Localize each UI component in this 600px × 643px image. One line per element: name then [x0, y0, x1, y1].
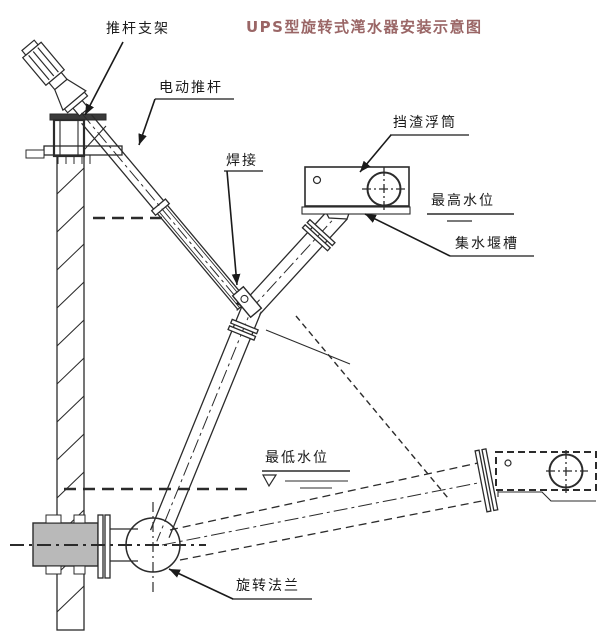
actuator-motor [21, 39, 90, 117]
label-weld: 焊接 [226, 153, 258, 169]
phantom-float-box [495, 450, 597, 502]
push-rod [81, 112, 250, 311]
diagram-title: UPS型旋转式滗水器安装示意图 [246, 18, 483, 36]
leader-pushrod-bracket [84, 41, 124, 116]
leader-lines [84, 41, 534, 600]
float-drum-symbol [362, 167, 406, 211]
label-rotating-flange: 旋转法兰 [236, 578, 300, 594]
phantom-pipe [161, 448, 499, 561]
decanter-pipe-lower [149, 300, 262, 542]
rotating-flange-assembly [10, 502, 206, 594]
label-electric-pushrod: 电动推杆 [159, 80, 223, 96]
label-lowest-water-level: 最低水位 [265, 450, 329, 466]
leader-scum-float [359, 134, 392, 173]
leader-weld [226, 170, 241, 286]
label-collecting-weir: 集水堰槽 [455, 236, 519, 252]
leader-collecting-weir [364, 213, 451, 257]
decanter-pipe-upper [244, 204, 348, 316]
label-highest-water-level: 最高水位 [431, 193, 495, 209]
label-pushrod-bracket: 推杆支架 [106, 21, 170, 37]
label-scum-float: 挡渣浮筒 [393, 115, 457, 131]
highest-water-level-symbol [427, 213, 514, 222]
weld-joint-bracket [231, 285, 263, 319]
float-drum-symbol-lowered [546, 450, 588, 493]
bolt-hole-icon [312, 175, 322, 185]
leader-rotating-flange [168, 568, 234, 600]
leader-electric-pushrod [138, 98, 156, 146]
guide-line [265, 329, 351, 365]
lowest-water-level-symbol [261, 470, 350, 489]
scum-float-box [301, 166, 411, 215]
